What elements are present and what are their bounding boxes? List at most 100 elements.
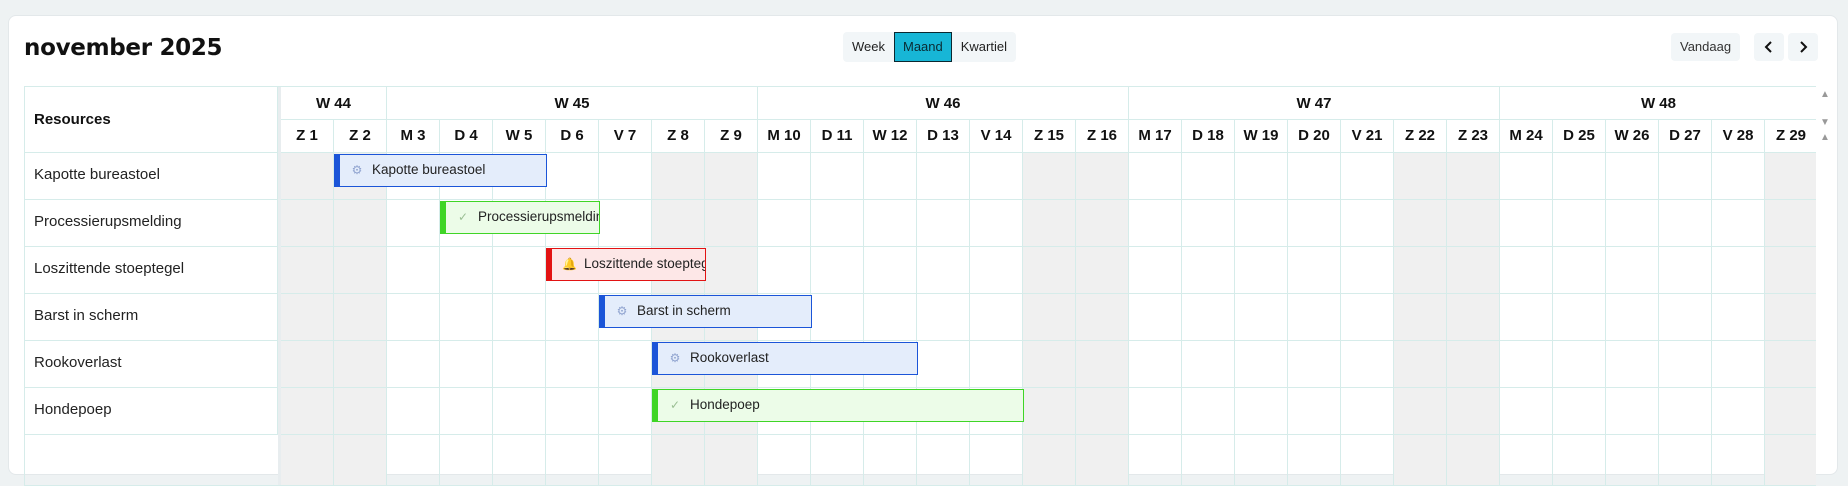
day-header: W 26 — [1606, 120, 1659, 153]
day-column — [334, 153, 387, 485]
day-column — [811, 153, 864, 485]
day-column — [970, 153, 1023, 485]
day-header: D 4 — [440, 120, 493, 153]
scroll-down-icon[interactable]: ▼ — [1820, 117, 1830, 128]
day-header: W 5 — [493, 120, 546, 153]
day-header: Z 2 — [334, 120, 387, 153]
day-header: D 11 — [811, 120, 864, 153]
day-column — [1394, 153, 1447, 485]
day-column — [1553, 153, 1606, 485]
row-divider — [281, 434, 1816, 435]
prev-button[interactable] — [1754, 33, 1784, 61]
gear-icon: ⚙ — [616, 304, 628, 318]
row-divider — [281, 387, 1816, 388]
week-row-border — [281, 87, 1816, 120]
today-button[interactable]: Vandaag — [1671, 33, 1741, 61]
day-column — [1129, 153, 1182, 485]
event-bar[interactable]: ⚙ Barst in scherm — [599, 295, 812, 328]
event-bar[interactable]: ⚙ Kapotte bureastoel — [334, 154, 547, 187]
event-label: Rookoverlast — [690, 350, 769, 365]
view-week-button[interactable]: Week — [852, 39, 885, 54]
gear-icon: ⚙ — [669, 351, 681, 365]
day-header: V 14 — [970, 120, 1023, 153]
day-header: V 21 — [1341, 120, 1394, 153]
day-header: Z 29 — [1765, 120, 1816, 153]
day-header: V 7 — [599, 120, 652, 153]
day-header: W 19 — [1235, 120, 1288, 153]
resource-label: Barst in scherm — [25, 294, 278, 341]
event-bar[interactable]: ✓ Processierupsmelding — [440, 201, 600, 234]
event-label: Hondepoep — [690, 397, 760, 412]
event-label: Loszittende stoeptegel — [584, 256, 706, 271]
day-column — [864, 153, 917, 485]
event-label: Kapotte bureastoel — [372, 162, 486, 177]
day-header: D 27 — [1659, 120, 1712, 153]
event-label: Barst in scherm — [637, 303, 731, 318]
day-header: Z 15 — [1023, 120, 1076, 153]
scroll-up-icon[interactable]: ▲ — [1820, 89, 1830, 100]
day-column — [1076, 153, 1129, 485]
day-column — [1235, 153, 1288, 485]
day-column — [1447, 153, 1500, 485]
day-header: D 6 — [546, 120, 599, 153]
day-header: D 18 — [1182, 120, 1235, 153]
gear-icon: ⚙ — [351, 163, 363, 177]
day-header: Z 1 — [281, 120, 334, 153]
row-divider — [281, 340, 1816, 341]
resource-label: Loszittende stoeptegel — [25, 247, 278, 294]
week-header: W 46 — [758, 87, 1129, 120]
day-column — [917, 153, 970, 485]
scroll-up-icon[interactable]: ▲ — [1820, 132, 1830, 143]
row-divider — [281, 246, 1816, 247]
day-column — [440, 153, 493, 485]
week-header: W 44 — [281, 87, 387, 120]
event-bar[interactable]: ⚙ Rookoverlast — [652, 342, 918, 375]
view-switcher: Week Maand Kwartiel — [843, 32, 1016, 62]
day-column — [546, 153, 599, 485]
event-bar[interactable]: 🔔 Loszittende stoeptegel — [546, 248, 706, 281]
check-icon: ✓ — [457, 210, 469, 224]
chevron-right-icon — [1800, 41, 1808, 53]
day-column — [1500, 153, 1553, 485]
day-header: M 24 — [1500, 120, 1553, 153]
day-header: V 28 — [1712, 120, 1765, 153]
day-header: Z 23 — [1447, 120, 1500, 153]
week-header: W 47 — [1129, 87, 1500, 120]
day-header: W 12 — [864, 120, 917, 153]
day-header: Z 16 — [1076, 120, 1129, 153]
resources-header: Resources — [25, 87, 278, 153]
day-header: D 13 — [917, 120, 970, 153]
day-column — [1182, 153, 1235, 485]
day-header: D 20 — [1288, 120, 1341, 153]
day-header: Z 22 — [1394, 120, 1447, 153]
day-column — [1341, 153, 1394, 485]
day-header: M 3 — [387, 120, 440, 153]
resource-label: Kapotte bureastoel — [25, 153, 278, 200]
calendar-card: november 2025 Week Maand Kwartiel Vandaa… — [8, 15, 1838, 486]
day-column — [1712, 153, 1765, 485]
row-divider — [281, 293, 1816, 294]
week-header: W 48 — [1500, 87, 1816, 120]
event-label: Processierupsmelding — [478, 209, 600, 224]
view-month-button[interactable]: Maand — [894, 32, 952, 62]
resource-label: Processierupsmelding — [25, 200, 278, 247]
day-header: Z 9 — [705, 120, 758, 153]
bell-icon: 🔔 — [562, 257, 577, 271]
day-column — [1606, 153, 1659, 485]
view-quarter-button[interactable]: Kwartiel — [960, 39, 1007, 54]
day-header: D 25 — [1553, 120, 1606, 153]
chevron-left-icon — [1764, 41, 1772, 53]
day-header: Z 8 — [652, 120, 705, 153]
day-column — [281, 153, 334, 485]
day-column — [493, 153, 546, 485]
event-bar[interactable]: ✓Hondepoep — [652, 389, 1024, 422]
splitter-handle[interactable] — [278, 87, 281, 485]
next-button[interactable] — [1788, 33, 1818, 61]
page-title: november 2025 — [24, 35, 223, 61]
day-column — [1765, 153, 1816, 485]
day-column — [1023, 153, 1076, 485]
resource-label: Hondepoep — [25, 388, 278, 435]
day-column — [1288, 153, 1341, 485]
day-column — [1659, 153, 1712, 485]
